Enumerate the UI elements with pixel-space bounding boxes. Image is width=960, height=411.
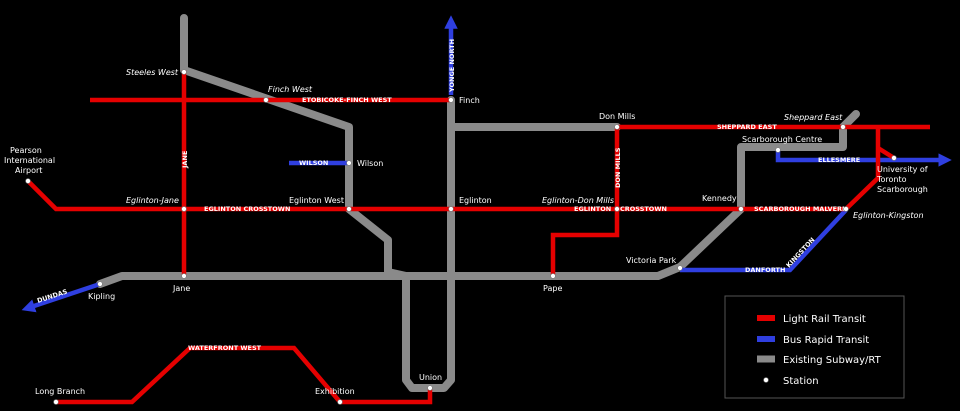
station-label-finch: Finch — [459, 96, 480, 105]
lrt-lines — [26, 70, 930, 405]
label-don-mills: DON MILLS — [614, 147, 622, 188]
legend-label-lrt: Light Rail Transit — [783, 314, 866, 325]
label-sheppard-east: SHEPPARD EAST — [717, 123, 777, 131]
station-dot[interactable] — [843, 206, 849, 212]
station-dot[interactable] — [448, 206, 454, 212]
station-labels: Steeles West Finch West Finch Don Mills … — [4, 68, 928, 396]
station-label-kennedy: Kennedy — [702, 194, 737, 203]
station-dot[interactable] — [25, 178, 31, 184]
station-label-eglinton: Eglinton — [459, 196, 492, 205]
stations — [25, 69, 897, 405]
station-label-eglinton-kingston: Eglinton-Kingston — [853, 211, 924, 220]
lrt-scarborough-malvern — [741, 128, 881, 212]
station-dot[interactable] — [337, 399, 343, 405]
station-label-jane: Jane — [172, 284, 190, 293]
station-label-kipling: Kipling — [88, 292, 115, 301]
station-label-wilson: Wilson — [357, 159, 383, 168]
brt-lines — [21, 15, 952, 313]
legend-label-brt: Bus Rapid Transit — [783, 335, 869, 346]
station-dot[interactable] — [53, 399, 59, 405]
station-label-eglinton-don-mills: Eglinton-Don Mills — [542, 196, 614, 205]
station-label-pearson-3: Airport — [15, 166, 42, 175]
label-waterfront-west: WATERFRONT WEST — [188, 344, 262, 352]
station-dot[interactable] — [97, 281, 103, 287]
station-label-exhibition: Exhibition — [315, 387, 355, 396]
legend-label-station: Station — [783, 376, 819, 387]
station-label-don-mills: Don Mills — [599, 112, 635, 121]
station-label-eglinton-jane: Eglinton-Jane — [126, 196, 179, 205]
label-jane: JANE — [181, 151, 189, 169]
station-label-finch-west: Finch West — [268, 85, 313, 94]
label-yonge-north: YONGE NORTH — [448, 39, 456, 93]
legend: Light Rail Transit Bus Rapid Transit Exi… — [724, 295, 905, 399]
brt-ellesmere — [775, 150, 952, 167]
label-kingston: KINGSTON — [785, 236, 817, 269]
station-dot[interactable] — [677, 265, 683, 271]
station-label-union: Union — [419, 373, 442, 382]
label-danforth: DANFORTH — [745, 266, 785, 274]
station-label-eglinton-west: Eglinton West — [289, 196, 344, 205]
legend-swatch-station — [763, 377, 769, 383]
station-dot[interactable] — [263, 97, 269, 103]
station-dot[interactable] — [181, 273, 187, 279]
label-crosstown: CROSSTOWN — [620, 205, 667, 213]
station-dot[interactable] — [550, 273, 556, 279]
label-ellesmere: ELLESMERE — [818, 156, 860, 164]
lrt-utsc-connector — [876, 146, 896, 160]
legend-box — [724, 295, 905, 399]
lrt-don-mills — [550, 127, 620, 276]
lrt-waterfront-west — [56, 345, 433, 405]
brt-kingston-danforth — [680, 208, 848, 273]
station-dot[interactable] — [427, 385, 433, 391]
label-eglinton: EGLINTON — [574, 205, 611, 213]
subway-lines — [96, 14, 860, 392]
label-eglinton-crosstown: EGLINTON CROSSTOWN — [204, 205, 290, 213]
lrt-eglinton-crosstown — [26, 179, 741, 212]
station-label-utsc-2: Toronto — [876, 175, 907, 184]
station-dot[interactable] — [614, 206, 620, 212]
label-etobicoke-finch-west: ETOBICOKE-FINCH WEST — [302, 96, 392, 104]
label-wilson: WILSON — [299, 159, 328, 167]
station-label-utsc-3: Scarborough — [877, 185, 928, 194]
station-dot[interactable] — [181, 69, 187, 75]
station-label-scarborough-centre: Scarborough Centre — [742, 135, 822, 144]
station-dot[interactable] — [840, 124, 846, 130]
legend-label-subway: Existing Subway/RT — [783, 355, 882, 366]
station-dot[interactable] — [181, 206, 187, 212]
station-label-utsc-1: University of — [877, 165, 928, 174]
station-dot[interactable] — [614, 124, 620, 130]
station-dot[interactable] — [891, 155, 897, 161]
station-label-pearson-1: Pearson — [10, 146, 42, 155]
station-dot[interactable] — [448, 97, 454, 103]
station-label-long-branch: Long Branch — [35, 387, 85, 396]
station-dot[interactable] — [775, 147, 781, 153]
subway-bloor-danforth — [96, 263, 684, 288]
station-dot[interactable] — [346, 206, 352, 212]
station-label-steeles-west: Steeles West — [126, 68, 179, 77]
station-label-victoria-park: Victoria Park — [626, 256, 677, 265]
label-scarborough-malvern: SCARBOROUGH MALVERN — [754, 205, 847, 213]
brt-dundas — [21, 281, 101, 313]
station-dot[interactable] — [346, 160, 352, 166]
station-label-pearson-2: International — [4, 156, 55, 165]
station-dot[interactable] — [738, 206, 744, 212]
station-label-pape: Pape — [543, 284, 562, 293]
station-label-sheppard-east: Sheppard East — [784, 113, 843, 122]
label-dundas: DUNDAS — [36, 288, 68, 305]
